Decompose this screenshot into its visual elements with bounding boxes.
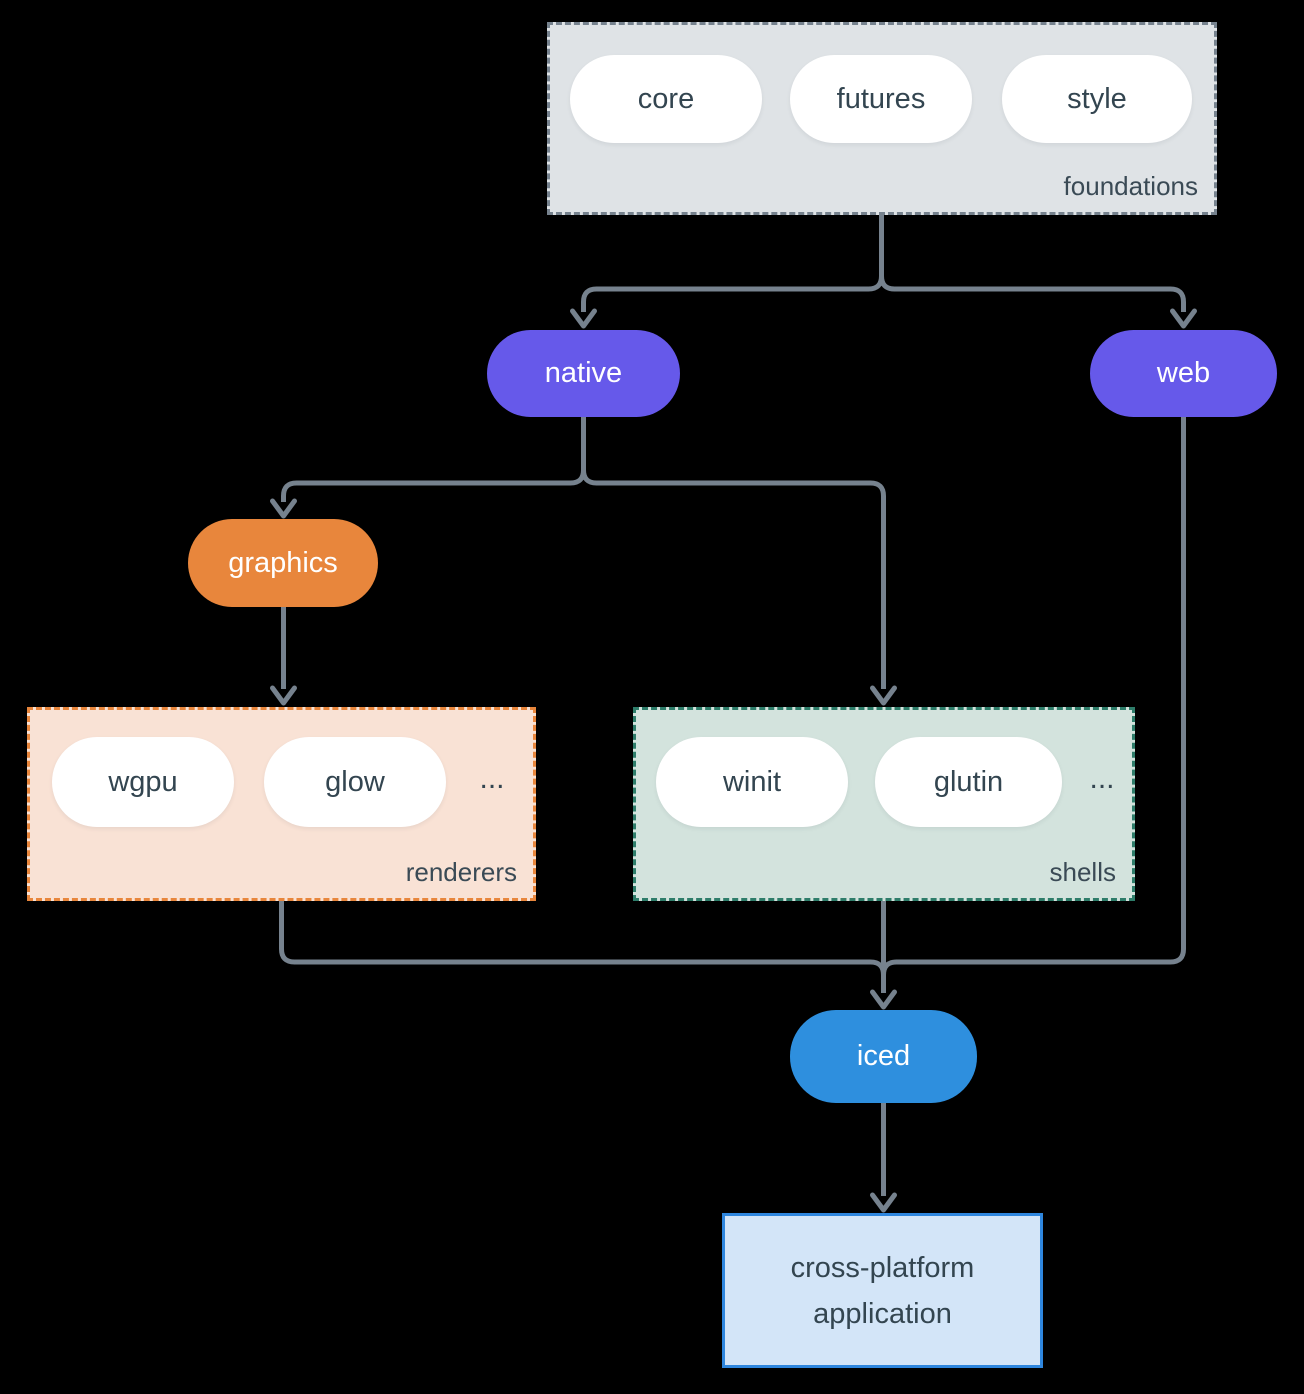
- group-shells-label: shells: [1049, 857, 1116, 887]
- group-renderers-label: renderers: [405, 857, 517, 887]
- node-web: web: [1090, 330, 1277, 417]
- node-core-label: core: [637, 82, 695, 115]
- group-foundations-label: foundations: [1063, 171, 1198, 201]
- node-futures: futures: [790, 55, 972, 143]
- node-glow: glow: [264, 737, 446, 827]
- node-winit-label: winit: [722, 765, 781, 798]
- node-winit: winit: [656, 737, 848, 827]
- node-style-label: style: [1067, 82, 1127, 115]
- arrow-down-icon: [570, 308, 597, 329]
- node-iced: iced: [790, 1010, 977, 1103]
- connector-native-shells: [581, 417, 886, 689]
- node-core: core: [570, 55, 762, 143]
- node-glutin-label: glutin: [933, 765, 1004, 798]
- arrow-down-icon: [270, 498, 297, 519]
- node-glow-label: glow: [325, 765, 385, 798]
- node-web-label: web: [1156, 357, 1211, 389]
- group-foundations: core futures style foundations: [547, 22, 1217, 215]
- connector-renderers-iced: [279, 901, 886, 993]
- arrow-down-icon: [1170, 308, 1197, 329]
- group-renderers: wgpu glow ... renderers: [27, 707, 536, 901]
- node-application: cross-platform application: [722, 1213, 1043, 1368]
- connector-web-iced: [881, 417, 1186, 993]
- node-glutin: glutin: [875, 737, 1062, 827]
- shells-ellipsis: ...: [1089, 762, 1115, 795]
- node-graphics-label: graphics: [228, 546, 338, 579]
- arrow-down-icon: [270, 685, 297, 706]
- node-wgpu: wgpu: [52, 737, 234, 827]
- connector-native-graphics: [281, 417, 586, 502]
- arrow-down-icon: [870, 989, 897, 1010]
- renderers-ellipsis: ...: [479, 762, 505, 795]
- node-futures-label: futures: [836, 82, 926, 115]
- arrow-down-icon: [870, 685, 897, 706]
- connector-foundations-web: [879, 215, 1186, 312]
- node-native-label: native: [544, 357, 623, 389]
- node-iced-label: iced: [856, 1040, 911, 1072]
- group-shells: winit glutin ... shells: [633, 707, 1135, 901]
- node-style: style: [1002, 55, 1192, 143]
- node-application-label: cross-platform application: [790, 1251, 975, 1330]
- node-native: native: [487, 330, 680, 417]
- node-graphics: graphics: [188, 519, 378, 607]
- node-wgpu-label: wgpu: [108, 765, 178, 798]
- connector-foundations-native: [581, 215, 884, 312]
- arrow-down-icon: [870, 1192, 897, 1213]
